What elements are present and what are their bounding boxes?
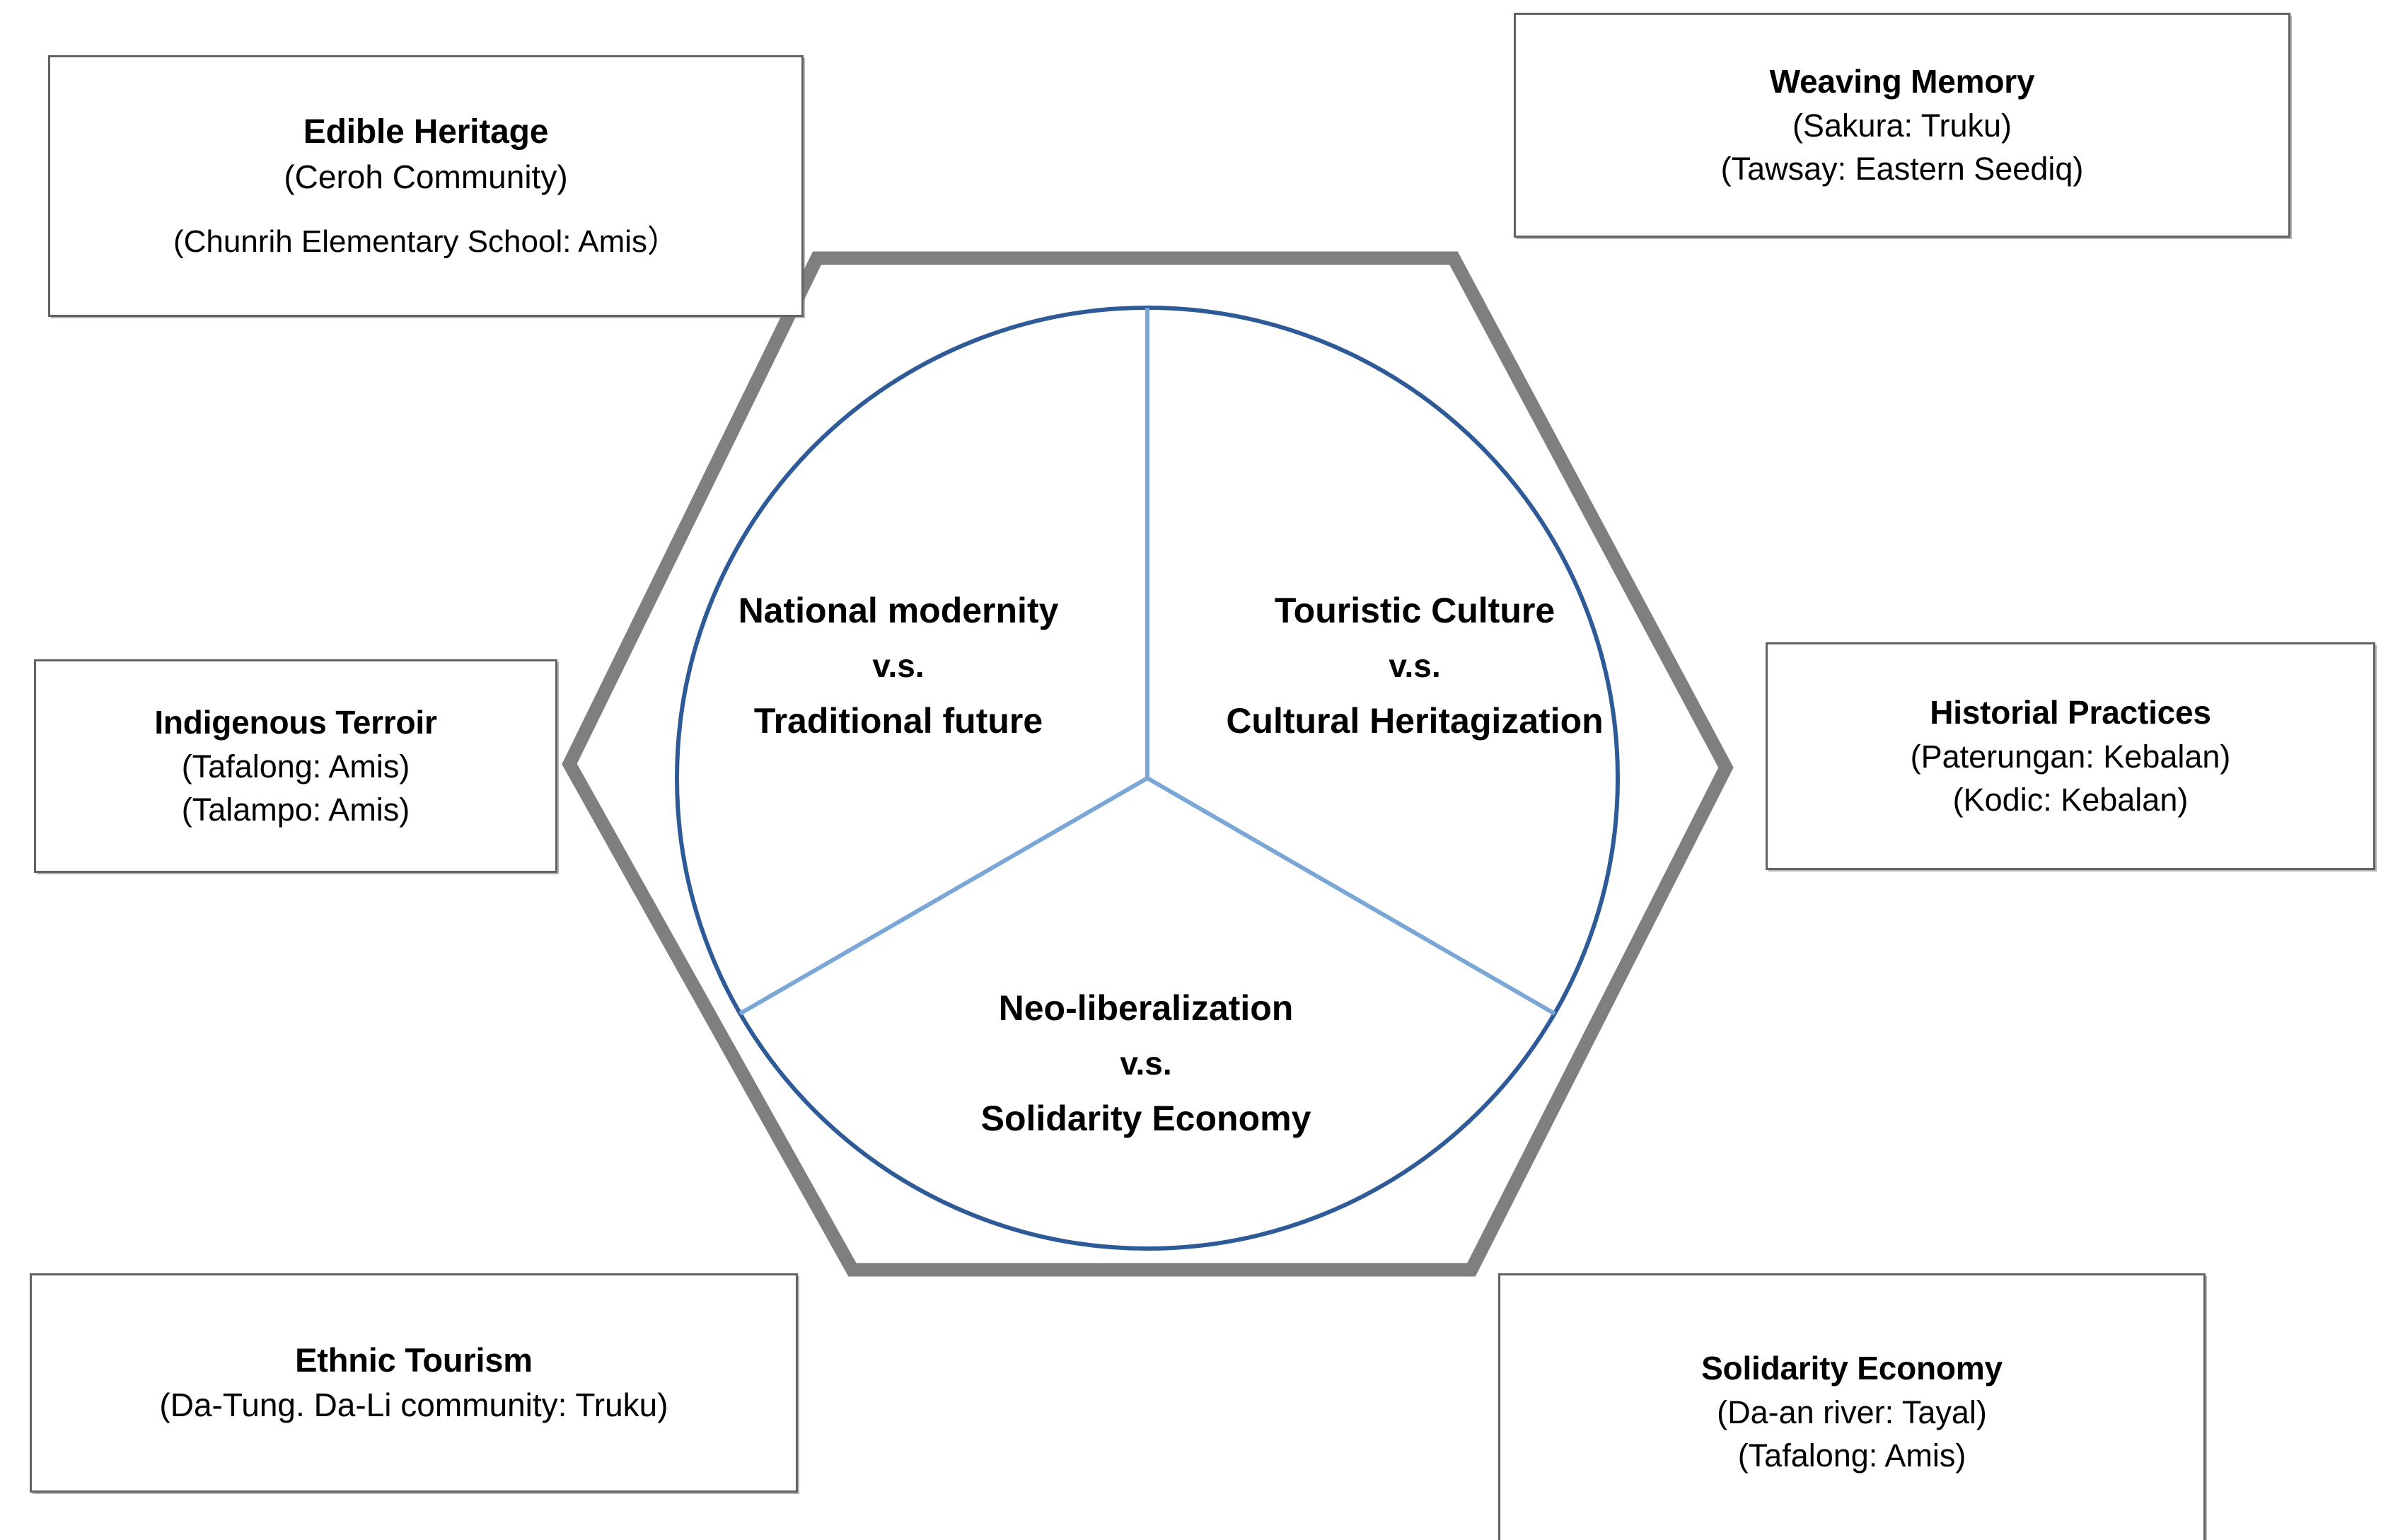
- box-title: Historial Practices: [1930, 694, 2211, 731]
- sector-line-b: Traditional future: [753, 701, 1043, 741]
- divider-lower-left: [738, 776, 1149, 1016]
- divider-lower-right: [1146, 776, 1556, 1016]
- label-box-indigenous-terroir: Indigenous Terroir (Tafalong: Amis) (Tal…: [34, 659, 557, 873]
- sector-line-a: National modernity: [738, 591, 1059, 630]
- box-title: Weaving Memory: [1769, 63, 2035, 100]
- label-box-ethnic-tourism: Ethnic Tourism (Da-Tung. Da-Li community…: [30, 1273, 798, 1493]
- box-title: Edible Heritage: [303, 112, 549, 151]
- box-subline-1: (Da-an river: Tayal): [1717, 1394, 1987, 1430]
- sector-versus: v.s.: [872, 647, 925, 684]
- box-subline-1: (Tafalong: Amis): [181, 748, 410, 785]
- label-box-weaving-memory: Weaving Memory (Sakura: Truku) (Tawsay: …: [1514, 13, 2290, 238]
- box-title: Ethnic Tourism: [295, 1341, 533, 1379]
- box-subline-1: (Da-Tung. Da-Li community: Truku): [159, 1386, 668, 1424]
- box-subline-1: (Ceroh Community): [284, 158, 568, 195]
- box-subline-1: (Sakura: Truku): [1792, 107, 2012, 144]
- box-subline-1: (Paterungan: Kebalan): [1910, 738, 2231, 775]
- box-subline-2: (Tawsay: Eastern Seediq): [1720, 150, 2084, 187]
- sector-line-a: Touristic Culture: [1274, 591, 1555, 630]
- box-title: Indigenous Terroir: [154, 704, 437, 741]
- box-subline-2: (Kodic: Kebalan): [1952, 781, 2189, 818]
- box-subline-2: (Tafalong: Amis): [1737, 1437, 1966, 1474]
- box-subline-2: (Chunrih Elementary School: Amis）: [173, 224, 679, 259]
- label-box-edible-heritage: Edible Heritage (Ceroh Community) (Chunr…: [48, 55, 804, 317]
- box-subline-2: (Talampo: Amis): [181, 791, 410, 828]
- sector-line-b: Solidarity Economy: [980, 1099, 1311, 1138]
- sector-line-b: Cultural Heritagization: [1226, 701, 1604, 741]
- label-box-solidarity-economy: Solidarity Economy (Da-an river: Tayal) …: [1498, 1273, 2206, 1540]
- sector-line-a: Neo-liberalization: [998, 988, 1294, 1028]
- label-box-historial-practices: Historial Practices (Paterungan: Kebalan…: [1766, 642, 2375, 870]
- box-title: Solidarity Economy: [1701, 1350, 2003, 1386]
- sector-label-touristic-culture: Touristic Culture v.s. Cultural Heritagi…: [1195, 593, 1634, 739]
- sector-versus: v.s.: [1389, 647, 1441, 684]
- sector-label-neo-liberalization: Neo-liberalization v.s. Solidarity Econo…: [934, 990, 1358, 1136]
- sector-label-national-modernity: National modernity v.s. Traditional futu…: [707, 593, 1089, 739]
- sector-versus: v.s.: [1120, 1045, 1172, 1082]
